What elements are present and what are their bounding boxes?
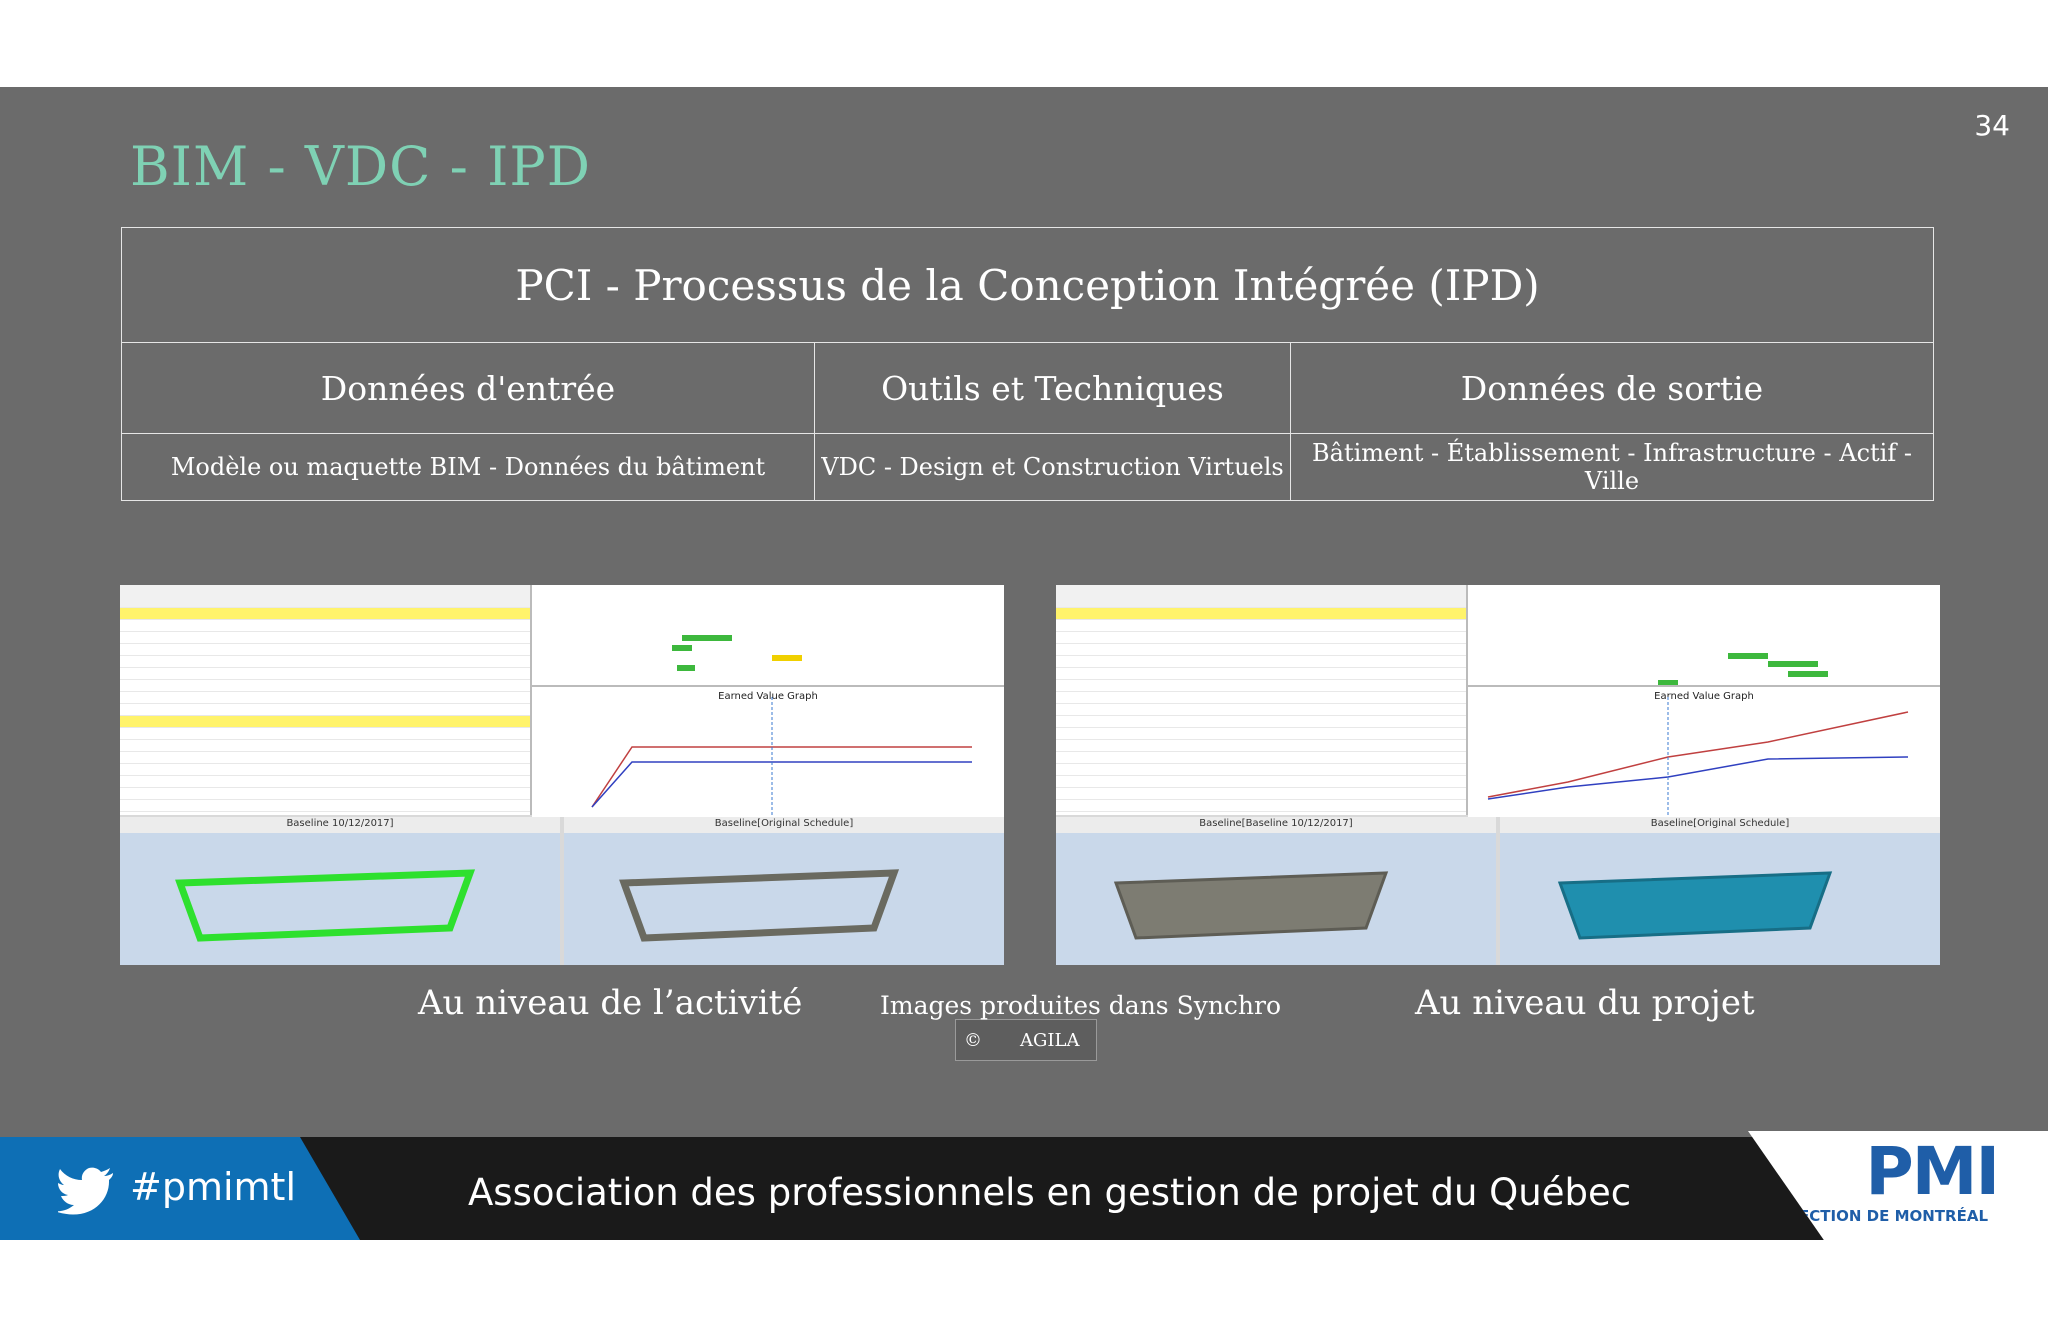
3d-view-label: Baseline 10/12/2017]: [286, 818, 394, 829]
pmi-logo-area: PMI SECTION DE MONTRÉAL: [1748, 1131, 2048, 1246]
evg-plot: [591, 697, 972, 815]
footer-banner: #pmimtl Association des professionnels e…: [0, 1131, 2048, 1246]
3d-grey-frame: [619, 869, 900, 942]
pmi-section-label: SECTION DE MONTRÉAL: [1788, 1207, 1988, 1225]
task-grid: [120, 585, 532, 815]
pmi-logo: PMI: [1865, 1133, 2000, 1210]
evg-title: Earned Value Graph: [1654, 691, 1754, 702]
hashtag[interactable]: #pmimtl: [130, 1165, 297, 1209]
3d-green-frame: [175, 869, 476, 942]
pci-table-heading: PCI - Processus de la Conception Intégré…: [121, 227, 1934, 343]
3d-view-label: Baseline[Original Schedule]: [1650, 818, 1790, 829]
synchro-screenshot-project: Earned Value Graph Baseline[Baseline 10/…: [1056, 585, 1940, 965]
caption-synchro: Images produites dans Synchro: [880, 991, 1282, 1020]
3d-view-original: Baseline[Original Schedule]: [564, 817, 1004, 965]
3d-view-baseline: Baseline[Baseline 10/12/2017]: [1056, 817, 1496, 965]
cell-outputs: Bâtiment - Établissement - Infrastructur…: [1290, 433, 1934, 501]
synchro-screenshot-activity: Earned Value Graph Baseline 10/12/2017] …: [120, 585, 1004, 965]
slide: 34 BIM - VDC - IPD PCI - Processus de la…: [0, 87, 2048, 1137]
3d-view-original: Baseline[Original Schedule]: [1500, 817, 1940, 965]
slide-title: BIM - VDC - IPD: [130, 135, 592, 198]
evg-plot: [1487, 697, 1909, 815]
agila-watermark: © AGILA: [955, 1019, 1097, 1061]
3d-concrete-slab: [1113, 871, 1389, 940]
pci-table: PCI - Processus de la Conception Intégré…: [121, 227, 1934, 501]
agila-text: AGILA: [1020, 1030, 1080, 1051]
association-name: Association des professionnels en gestio…: [468, 1171, 1632, 1214]
cell-inputs: Modèle ou maquette BIM - Données du bâti…: [121, 433, 815, 501]
3d-view-label: Baseline[Baseline 10/12/2017]: [1199, 818, 1353, 829]
column-header-outputs: Données de sortie: [1290, 342, 1934, 434]
earned-value-graph: Earned Value Graph: [532, 685, 1004, 817]
column-header-tools: Outils et Techniques: [814, 342, 1291, 434]
twitter-bird-icon: [58, 1167, 113, 1215]
caption-project: Au niveau du projet: [1415, 983, 1755, 1023]
caption-activity: Au niveau de l’activité: [418, 983, 803, 1023]
3d-blue-slab: [1557, 871, 1833, 940]
3d-view-baseline: Baseline 10/12/2017]: [120, 817, 560, 965]
gantt-chart: [532, 585, 1004, 691]
task-grid: [1056, 585, 1468, 815]
page-number: 34: [1974, 109, 2010, 142]
column-header-inputs: Données d'entrée: [121, 342, 815, 434]
cell-tools: VDC - Design et Construction Virtuels: [814, 433, 1291, 501]
3d-view-label: Baseline[Original Schedule]: [714, 818, 854, 829]
earned-value-graph: Earned Value Graph: [1468, 685, 1940, 817]
evg-title: Earned Value Graph: [718, 691, 818, 702]
gantt-chart: [1468, 585, 1940, 686]
copyright-symbol: ©: [964, 1030, 982, 1051]
